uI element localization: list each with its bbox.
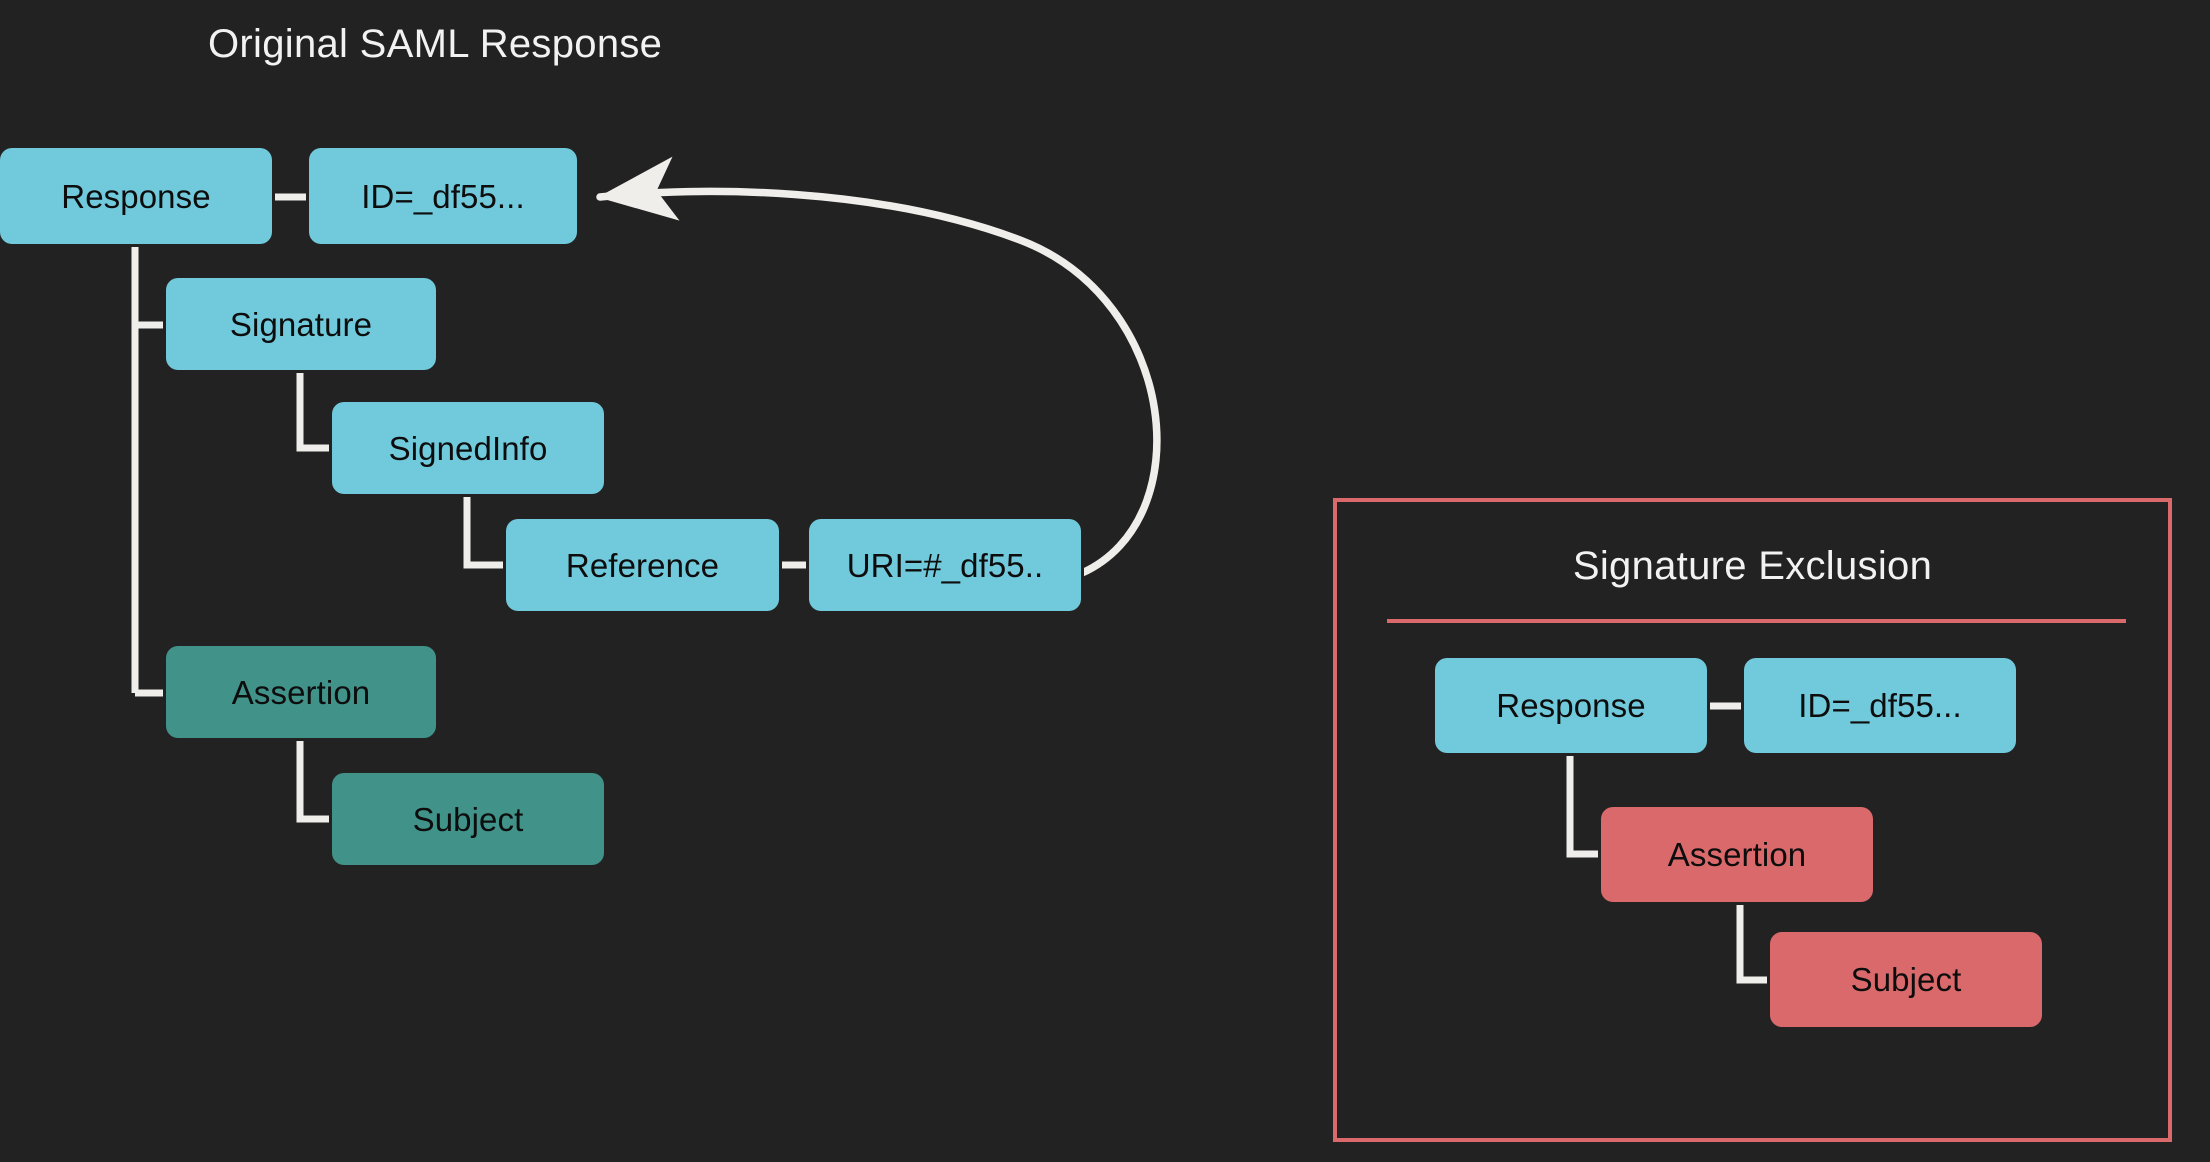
- edge-assertion-subject: [296, 737, 333, 823]
- node-reference[interactable]: Reference: [506, 519, 779, 611]
- node-x-subject[interactable]: Subject: [1770, 932, 2042, 1027]
- edge-uri-to-id-curved-arrow: [596, 156, 1161, 577]
- node-x-assertion[interactable]: Assertion: [1601, 807, 1873, 902]
- edge-signedinfo-reference: [463, 493, 507, 569]
- node-x-response[interactable]: Response: [1435, 658, 1707, 753]
- node-assertion[interactable]: Assertion: [166, 646, 436, 738]
- signature-exclusion-panel: Signature Exclusion: [1333, 498, 2172, 1142]
- page-title: Original SAML Response: [208, 22, 663, 66]
- node-uri-attribute[interactable]: URI=#_df55..: [809, 519, 1081, 611]
- edge-signature-signedinfo: [296, 368, 333, 452]
- panel-title-divider: [1387, 619, 2126, 623]
- node-signedinfo[interactable]: SignedInfo: [332, 402, 604, 494]
- node-response[interactable]: Response: [0, 148, 272, 244]
- node-subject[interactable]: Subject: [332, 773, 604, 865]
- node-x-id-attribute[interactable]: ID=_df55...: [1744, 658, 2016, 753]
- panel-title: Signature Exclusion: [1572, 544, 1933, 588]
- node-id-attribute[interactable]: ID=_df55...: [309, 148, 577, 244]
- node-signature[interactable]: Signature: [166, 278, 436, 370]
